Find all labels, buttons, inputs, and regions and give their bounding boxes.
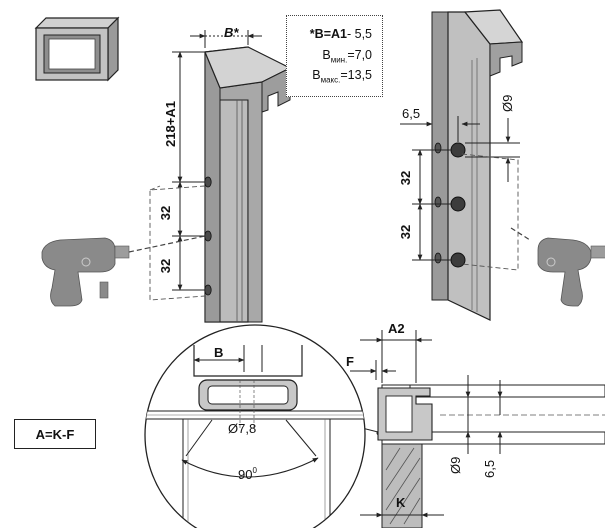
pitch-label-2: 32 — [158, 259, 173, 273]
note-line-1-prefix: *B= — [309, 27, 331, 41]
note-line-3: Bмакс.=13,5 — [312, 68, 372, 85]
left-profile — [204, 46, 292, 323]
hole-dia-label-section: Ø9 — [448, 457, 463, 474]
note-line-1: *B=A1- 5,5 — [310, 27, 372, 41]
drill-icon — [41, 235, 206, 307]
pitch-label-1: 32 — [158, 206, 173, 220]
right-panel-outline — [461, 153, 519, 271]
hole-dia-label-top: Ø9 — [500, 95, 515, 112]
detail-circle — [144, 324, 366, 528]
cabinet-icon — [34, 16, 120, 82]
offset-label: 6,5 — [402, 106, 420, 121]
note-line-2-base: B — [322, 48, 331, 62]
formula-box: A=K-F — [14, 419, 96, 449]
offset-label-section: 6,5 — [482, 460, 497, 478]
left-dimensions — [172, 30, 262, 291]
note-line-2-value: =7,0 — [347, 48, 372, 62]
small-dia-label: Ø7,8 — [228, 421, 256, 436]
height-label: 218+A1 — [163, 101, 178, 147]
f-label: F — [346, 354, 354, 369]
note-line-3-sub: макс. — [320, 75, 341, 85]
b-star-label: B* — [224, 25, 239, 40]
section-detail — [377, 384, 605, 528]
b-label: B — [214, 345, 223, 360]
note-line-3-base: B — [312, 68, 321, 82]
pitch-label-4: 32 — [398, 225, 413, 239]
note-line-3-value: =13,5 — [340, 68, 372, 82]
a2-label: A2 — [388, 321, 405, 336]
right-dimensions — [400, 116, 520, 261]
k-label: K — [396, 495, 406, 510]
angle-label: 900 — [238, 466, 257, 482]
note-line-1-suffix: - 5,5 — [346, 27, 372, 41]
drill-icon — [537, 237, 605, 307]
section-dimensions — [350, 330, 503, 520]
note-line-2: Bмин.=7,0 — [322, 48, 372, 65]
right-profile — [431, 9, 524, 321]
pitch-label-3: 32 — [398, 171, 413, 185]
angle-value: 90 — [238, 467, 252, 482]
angle-degree: 0 — [252, 466, 257, 475]
note-line-1-bold: A1 — [331, 27, 347, 41]
note-box: *B=A1- 5,5 Bмин.=7,0 Bмакс.=13,5 — [286, 15, 383, 97]
left-panel-outline — [149, 185, 206, 301]
drill-axis-right — [510, 227, 531, 241]
note-line-2-sub: мин. — [330, 55, 348, 65]
